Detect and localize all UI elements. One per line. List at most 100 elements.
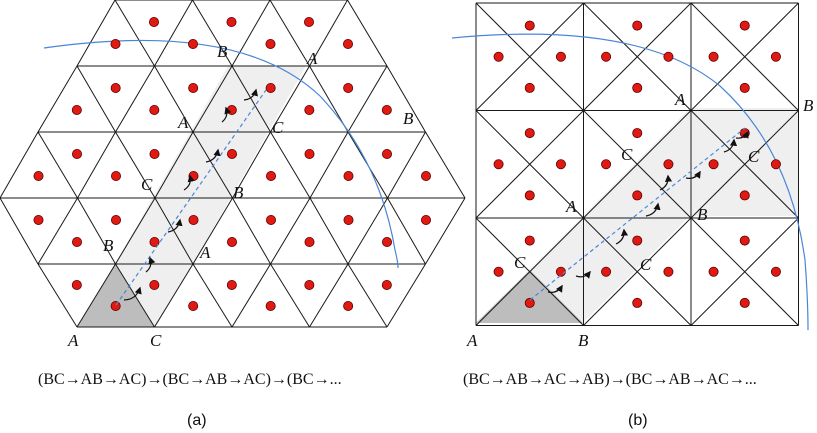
grid-line: [231, 0, 271, 67]
red-dot-marker: [265, 214, 276, 225]
grid-line: [154, 65, 194, 133]
red-dot-marker: [149, 236, 160, 247]
curved-arrow-icon: [221, 106, 232, 123]
red-dot-marker: [149, 105, 160, 116]
vertex-label: B: [403, 109, 414, 128]
grid-line: [192, 65, 233, 133]
red-dot-marker: [304, 236, 315, 247]
grid-line: [115, 131, 156, 199]
vertex-label: B: [803, 96, 814, 115]
start-cell: [77, 264, 155, 327]
grid-line: [309, 131, 349, 199]
red-dot-marker: [226, 279, 237, 290]
red-dot-marker: [188, 300, 199, 311]
grid-line: [0, 197, 39, 265]
panel-a-red-dots: [33, 16, 431, 311]
panel-b-boundary-curve: [451, 33, 809, 331]
grid-line: [347, 0, 388, 67]
red-dot-marker: [226, 16, 237, 27]
curved-arrow-icon: [735, 130, 749, 139]
red-dot-marker: [524, 82, 535, 93]
red-dot-marker: [739, 82, 750, 93]
vertex-label: B: [697, 205, 708, 224]
grid-line: [231, 65, 271, 133]
grid-line: [232, 131, 271, 199]
red-dot-marker: [601, 51, 612, 62]
red-dot-marker: [739, 190, 750, 201]
vertex-label: C: [748, 147, 760, 166]
grid-line: [0, 131, 39, 199]
panel-b-highlight-strip: [476, 108, 798, 323]
red-dot-marker: [33, 170, 44, 181]
red-dot-marker: [632, 235, 643, 246]
grid-line: [154, 263, 194, 328]
grid-line: [192, 0, 233, 67]
red-dot-marker: [304, 148, 315, 159]
red-dot-marker: [226, 148, 237, 159]
grid-line: [232, 197, 271, 265]
red-dot-marker: [770, 159, 781, 170]
panel-a-sequence: (BC→AB→AC)→(BC→AB→AC)→(BC→...: [38, 371, 342, 388]
curved-arrow-icon: [205, 148, 221, 163]
red-dot-marker: [71, 279, 82, 290]
red-dot-marker: [343, 214, 354, 225]
red-dot-marker: [739, 235, 750, 246]
panel-b-vertex-labels: A B C A B C A B C C B: [466, 90, 814, 350]
curved-arrow-icon: [183, 174, 195, 191]
grid-line: [37, 263, 78, 328]
red-dot-marker: [420, 214, 431, 225]
red-dot-marker: [226, 236, 237, 247]
grid-line: [475, 2, 584, 111]
red-dot-marker: [149, 279, 160, 290]
red-dot-marker: [342, 39, 353, 50]
red-dot-marker: [33, 214, 44, 225]
red-dot-marker: [708, 51, 719, 62]
panel-b-sequence: (BC→AB→AC→AB)→(BC→AB→AC→...: [463, 371, 757, 388]
vertex-label: A: [67, 331, 79, 350]
red-dot-marker: [304, 105, 315, 116]
red-dot-marker: [265, 300, 276, 311]
vertex-label: C: [150, 331, 162, 350]
red-dot-marker: [632, 190, 643, 201]
red-dot-marker: [632, 82, 643, 93]
panel-a-caption: (a): [187, 412, 207, 429]
red-dot-marker: [739, 20, 750, 31]
red-dot-marker: [343, 83, 354, 94]
red-dot-marker: [493, 159, 504, 170]
curved-arrow-icon: [575, 270, 591, 279]
grid-line: [115, 65, 155, 133]
red-dot-marker: [524, 235, 535, 246]
vertex-label: A: [306, 49, 318, 68]
curved-arrow-icon: [645, 202, 661, 217]
grid-line: [115, 197, 156, 265]
red-dot-marker: [663, 159, 674, 170]
red-dot-marker: [343, 170, 354, 181]
red-dot-marker: [111, 214, 122, 225]
grid-line: [425, 197, 466, 265]
vertex-label: A: [466, 331, 478, 350]
vertex-label: B: [217, 42, 228, 61]
grid-line: [114, 0, 155, 67]
red-dot-marker: [148, 16, 159, 27]
red-dot-marker: [72, 236, 83, 247]
curved-arrow-icon: [659, 174, 673, 191]
grid-line: [425, 131, 466, 199]
grid-line: [76, 263, 116, 328]
highlight-strip: [77, 66, 306, 327]
red-dot-marker: [110, 300, 121, 311]
red-dot-marker: [601, 159, 612, 170]
grid-line: [387, 197, 426, 265]
red-dot-marker: [110, 83, 121, 94]
grid-line: [583, 217, 692, 326]
red-dot-marker: [524, 190, 535, 201]
red-dot-marker: [493, 266, 504, 277]
grid-line: [690, 2, 799, 111]
grid-line: [690, 217, 799, 326]
red-dot-marker: [601, 266, 612, 277]
grid-line: [309, 0, 348, 67]
red-dot-marker: [71, 105, 82, 116]
red-dot-marker: [343, 300, 354, 311]
grid-line: [192, 263, 233, 328]
grid-line: [690, 110, 799, 219]
red-dot-marker: [524, 20, 535, 31]
